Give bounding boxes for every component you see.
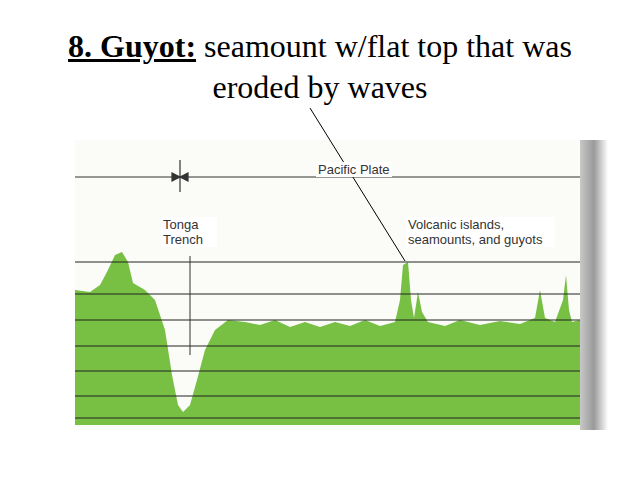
figure-ground [75, 140, 581, 430]
guyot-pointer [310, 108, 405, 261]
definition: seamount w/flat top that was eroded by w… [204, 28, 572, 105]
feature-label: Volcanic islands, seamounts, and guyots [406, 217, 555, 247]
ocean-floor [75, 252, 580, 425]
plate-line [75, 160, 580, 192]
depth-lines [75, 262, 580, 418]
page-shadow [580, 140, 608, 430]
term-title: 8. Guyot: [68, 28, 196, 64]
slide-heading: 8. Guyot:seamount w/flat top that was er… [55, 26, 585, 108]
trench-label: Tonga Trench [161, 217, 217, 247]
trench-leader [190, 256, 191, 355]
plate-label: Pacific Plate [316, 162, 392, 177]
